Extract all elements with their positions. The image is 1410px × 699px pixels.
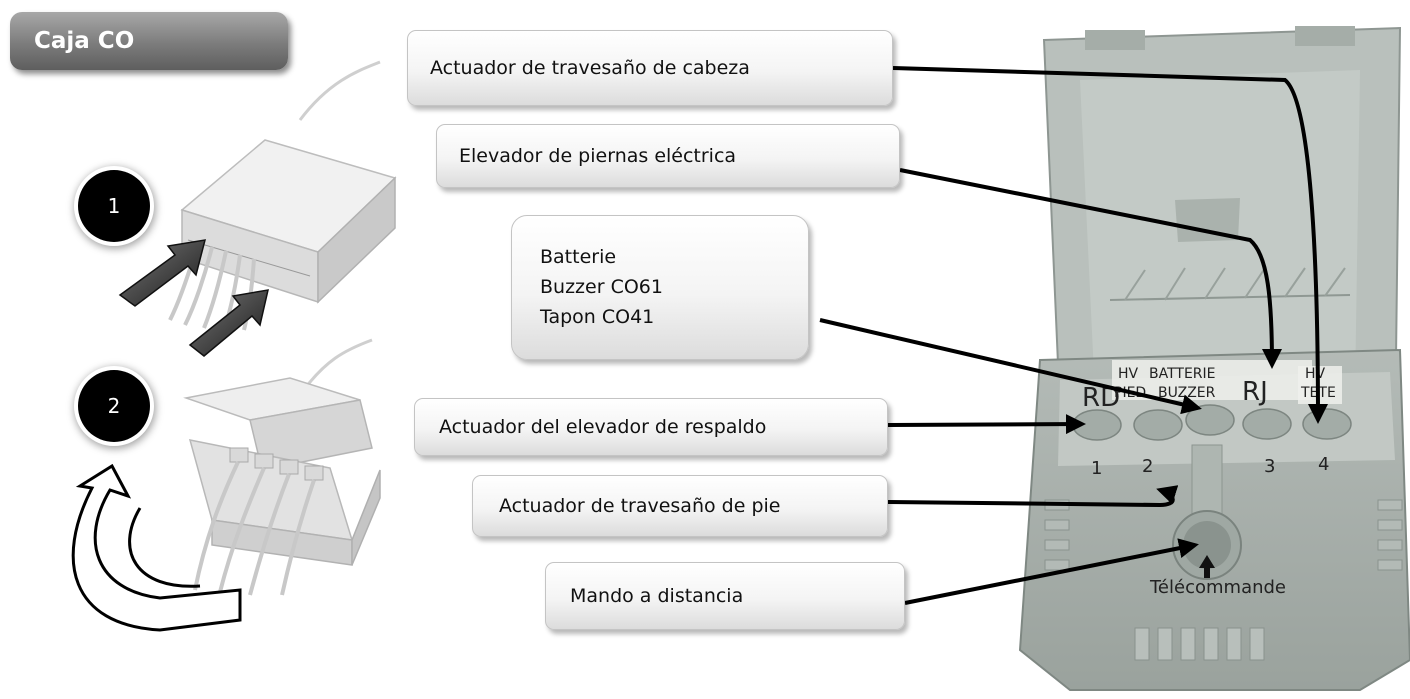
- callout-foot-crossbar-text: Actuador de travesaño de pie: [499, 495, 781, 517]
- label-port-2: 2: [1142, 456, 1153, 477]
- open-box-illustration: [71, 338, 381, 632]
- label-rj: RJ: [1242, 377, 1268, 407]
- arrow-foot-crossbar: [887, 485, 1179, 508]
- arrow-battery: [819, 318, 1202, 415]
- label-batterie: BATTERIE: [1149, 366, 1216, 382]
- label-port-3: 3: [1264, 456, 1275, 477]
- arrow-leg-lifter: [899, 168, 1282, 369]
- arrow-remote: [904, 538, 1199, 605]
- callout-battery-line-3: Tapon CO41: [540, 306, 655, 328]
- title-caja-co: Caja CO: [10, 12, 288, 70]
- callout-battery-line-2: Buzzer CO61: [540, 276, 663, 298]
- step-1-badge: 1: [78, 170, 150, 242]
- co-box-photo: RD HV PIED BATTERIE BUZZER RJ HV TETE 1 …: [1018, 26, 1410, 691]
- label-buzzer: BUZZER: [1158, 385, 1216, 401]
- callout-leg-lifter: Elevador de piernas eléctrica: [436, 124, 900, 188]
- callout-battery-line-1: Batterie: [540, 246, 617, 268]
- label-port-1: 1: [1091, 458, 1102, 479]
- step-2-badge: 2: [78, 370, 150, 442]
- label-hv-tete-1: HV: [1305, 366, 1326, 382]
- callout-leg-lifter-text: Elevador de piernas eléctrica: [459, 145, 737, 167]
- callout-head-crossbar: Actuador de travesaño de cabeza: [407, 30, 893, 106]
- callout-foot-crossbar: Actuador de travesaño de pie: [472, 475, 888, 537]
- callout-head-crossbar-text: Actuador de travesaño de cabeza: [430, 57, 750, 79]
- callout-remote: Mando a distancia: [545, 562, 905, 630]
- callout-battery: Batterie Buzzer CO61 Tapon CO41: [511, 215, 809, 360]
- label-telecommande: Télécommande: [1149, 577, 1286, 598]
- callout-remote-text: Mando a distancia: [570, 585, 744, 607]
- label-hv-pied-1: HV: [1118, 366, 1139, 382]
- arrow-backrest: [887, 414, 1086, 435]
- callout-backrest: Actuador del elevador de respaldo: [414, 398, 888, 456]
- callout-backrest-text: Actuador del elevador de respaldo: [439, 416, 767, 438]
- connector-arrows: [819, 66, 1328, 605]
- label-port-4: 4: [1318, 454, 1329, 475]
- closed-box-illustration: [118, 60, 397, 357]
- arrow-head-crossbar: [892, 66, 1328, 424]
